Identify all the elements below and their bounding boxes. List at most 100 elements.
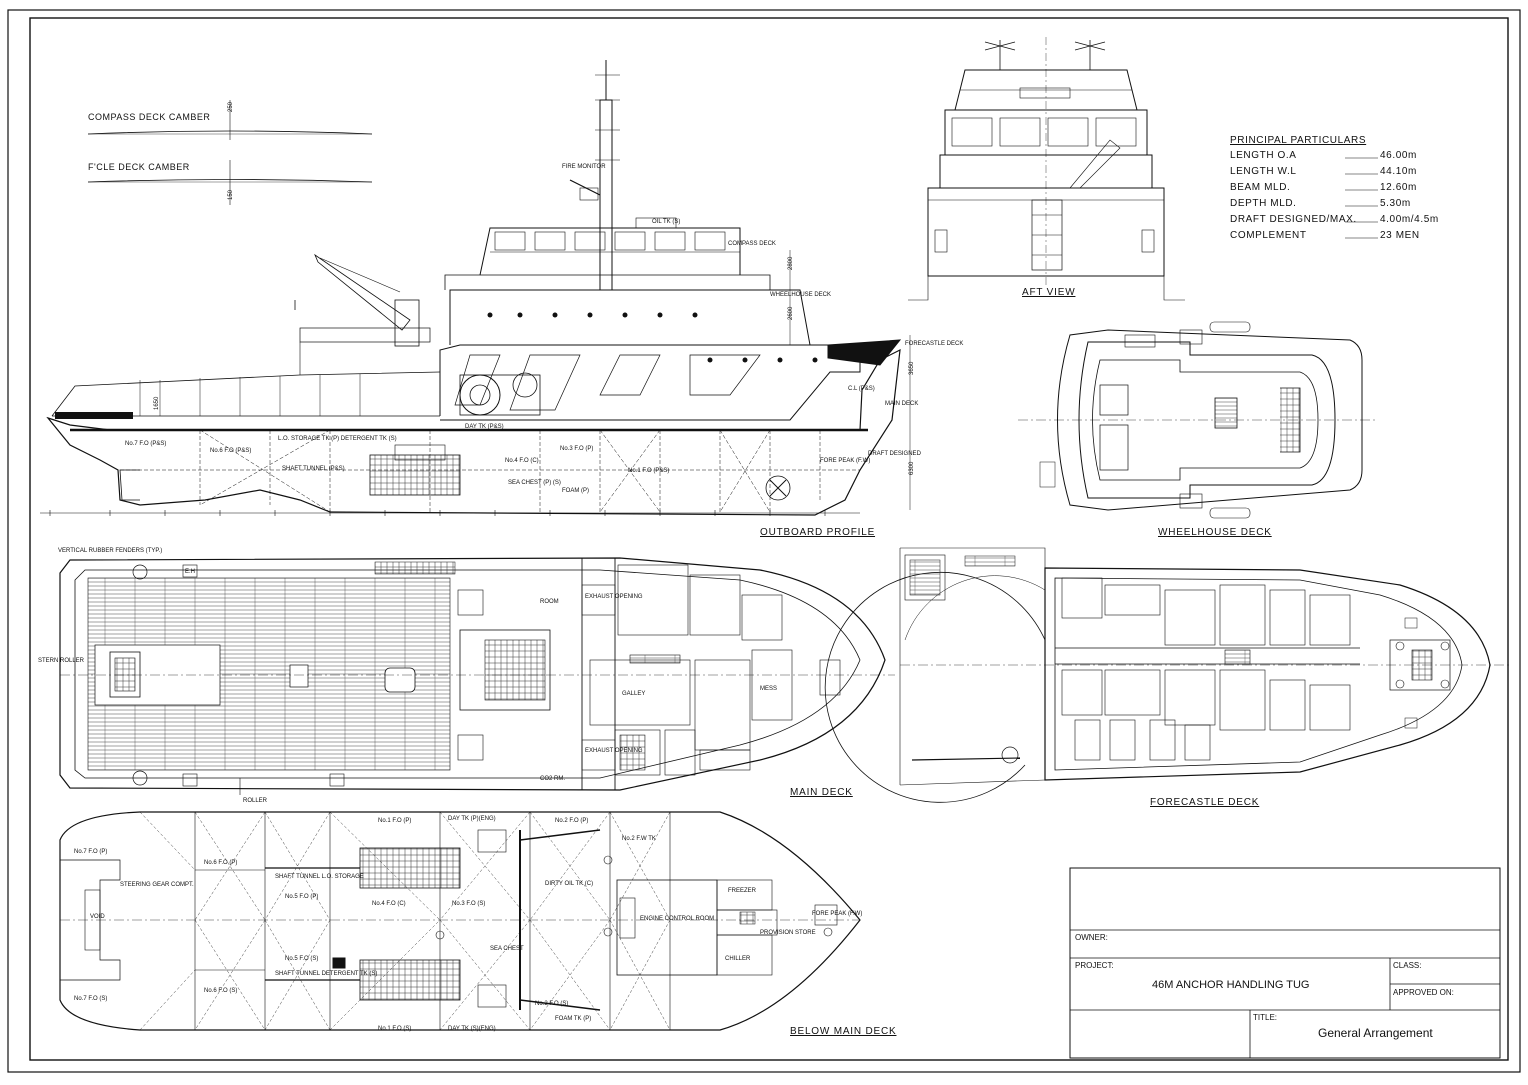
project-label: PROJECT: [1075, 961, 1114, 970]
below-foam-tk: FOAM TK (P) [555, 1016, 591, 1022]
dim-3650: 3650 [909, 361, 915, 375]
dim-2800: 2800 [788, 256, 794, 270]
particular-value: 44.10m [1380, 166, 1417, 177]
main-deck-annotations: VERTICAL RUBBER FENDERS (TYP.) STERN ROL… [38, 548, 852, 804]
dim-6300: 6300 [909, 461, 915, 475]
profile-no4fo: No.4 F.O (C) [505, 458, 539, 464]
title-label: TITLE: [1253, 1013, 1277, 1022]
dim-1650: 1650 [154, 396, 160, 410]
profile-no1fo: No.1 F.O (P&S) [628, 468, 669, 474]
deck-camber-group: COMPASS DECK CAMBER 250 F'CLE DECK CAMBE… [87, 100, 373, 205]
project-name: 46M ANCHOR HANDLING TUG [1152, 979, 1310, 991]
compass-deck-label: COMPASS DECK [728, 241, 776, 247]
profile-sea-chest: SEA CHEST (P) (S) [508, 480, 561, 486]
profile-oil-tk: OIL TK (S) [652, 219, 680, 225]
forecastle-deck-plan [824, 547, 1510, 803]
profile-fore-peak: FORE PEAK (F.W) [820, 458, 870, 464]
fcle-camber-value: 150 [228, 189, 234, 200]
particular-value: 5.30m [1380, 198, 1411, 209]
profile-cl: C.L (P&S) [848, 386, 875, 392]
room-label: ROOM [540, 599, 559, 605]
outboard-profile [40, 60, 911, 516]
galley-label: GALLEY [622, 691, 645, 697]
below-no6fo-s: No.6 F.O (S) [204, 988, 237, 994]
compass-camber-value: 250 [228, 101, 234, 112]
below-no1fo-p: No.1 F.O (P) [378, 818, 411, 824]
below-steering: STEERING GEAR COMPT. [120, 882, 194, 888]
mess-label: MESS [760, 686, 777, 692]
below-shaft-tunnel-s: SHAFT TUNNEL DETERGENT TK (S) [275, 971, 377, 977]
particular-label: BEAM MLD. [1230, 182, 1290, 193]
fcle-camber-label: F'CLE DECK CAMBER [88, 162, 190, 172]
fcle-deck-level-label: FORECASTLE DECK [905, 341, 963, 347]
profile-no3fo: No.3 F.O (P) [560, 446, 593, 452]
main-deck-level-label: MAIN DECK [885, 401, 918, 407]
inner-border [29, 17, 1509, 1061]
aft-view [908, 35, 1185, 301]
below-ecr: ENGINE CONTROL ROOM [640, 916, 714, 922]
compass-camber-label: COMPASS DECK CAMBER [88, 112, 210, 122]
wheelhouse-deck-plan [1018, 321, 1375, 519]
below-no7fo-s: No.7 F.O (S) [74, 996, 107, 1002]
below-no7fo-p: No.7 F.O (P) [74, 849, 107, 855]
below-no2fo-s: No.2 F.O (S) [535, 1001, 568, 1007]
forecastle-deck-title: FORECASTLE DECK [1150, 797, 1259, 808]
profile-lo-storage: L.O. STORAGE TK (P) DETERGENT TK (S) [278, 436, 397, 442]
particular-value: 12.60m [1380, 182, 1417, 193]
eh-label: E.H [185, 569, 195, 575]
aft-view-title: AFT VIEW [1022, 287, 1075, 298]
title-block-text: OWNER: PROJECT: CLASS: APPROVED ON: TITL… [1075, 933, 1454, 1040]
below-day-tk-p: DAY TK (P)(ENG) [448, 816, 496, 822]
below-void: VOID [90, 914, 105, 920]
below-chiller: CHILLER [725, 956, 751, 962]
profile-no7fo: No.7 F.O (P&S) [125, 441, 166, 447]
roller-label: ROLLER [243, 798, 268, 804]
below-provision: PROVISION STORE [760, 930, 816, 936]
below-dirty-oil: DIRTY OIL TK (C) [545, 881, 593, 887]
below-shaft-tunnel-p: SHAFT TUNNEL L.O. STORAGE [275, 874, 364, 880]
below-no2fw: No.2 F.W TK [622, 836, 656, 842]
dim-2600: 2600 [788, 306, 794, 320]
profile-annotations: FIRE MONITOR COMPASS DECK WHEELHOUSE DEC… [125, 164, 963, 538]
below-no1fo-s: No.1 F.O (S) [378, 1026, 411, 1032]
exhaust-opening-bottom: EXHAUST OPENING [585, 748, 643, 754]
class-label: CLASS: [1393, 961, 1421, 970]
below-no4fo: No.4 F.O (C) [372, 901, 406, 907]
outer-border [7, 9, 1521, 1073]
profile-shaft-tunnel: SHAFT TUNNEL (P&S) [282, 466, 345, 472]
approved-label: APPROVED ON: [1393, 988, 1454, 997]
vertical-fenders-label: VERTICAL RUBBER FENDERS (TYP.) [58, 548, 162, 554]
below-main-deck-plan [59, 811, 861, 1031]
particular-label: DEPTH MLD. [1230, 198, 1297, 209]
profile-no6fo: No.6 F.O (P&S) [210, 448, 251, 454]
below-no6fo-p: No.6 F.O (P) [204, 860, 237, 866]
below-deck-annotations: No.7 F.O (P) No.7 F.O (S) No.6 F.O (P) N… [74, 816, 896, 1037]
below-no5fo-s: No.5 F.O (S) [285, 956, 318, 962]
particular-label: LENGTH W.L [1230, 166, 1297, 177]
owner-label: OWNER: [1075, 933, 1108, 942]
below-sea-chest: SEA CHEST [490, 946, 524, 952]
drawing-title: General Arrangement [1318, 1026, 1433, 1040]
particular-label: DRAFT DESIGNED/MAX. [1230, 214, 1357, 225]
below-no2fo-p: No.2 F.O (P) [555, 818, 588, 824]
wheelhouse-deck-level-label: WHEELHOUSE DECK [770, 292, 831, 298]
draft-designed-label: DRAFT DESIGNED [868, 451, 922, 457]
wheelhouse-deck-title: WHEELHOUSE DECK [1158, 527, 1272, 538]
below-main-deck-title: BELOW MAIN DECK [790, 1026, 896, 1037]
below-day-tk-s: DAY TK (S)(ENG) [448, 1026, 496, 1032]
particular-label: COMPLEMENT [1230, 230, 1307, 241]
below-freezer: FREEZER [728, 888, 757, 894]
co2-room-label: CO2 RM. [540, 776, 565, 782]
profile-day-tk: DAY TK (P&S) [465, 424, 504, 430]
particulars-title: PRINCIPAL PARTICULARS [1230, 135, 1366, 146]
particular-value: 4.00m/4.5m [1380, 214, 1439, 225]
particular-value: 46.00m [1380, 150, 1417, 161]
below-fore-peak: FORE PEAK (F.W) [812, 911, 862, 917]
fire-monitor-label: FIRE MONITOR [562, 164, 606, 170]
particular-value: 23 MEN [1380, 230, 1420, 241]
profile-foam: FOAM (P) [562, 488, 589, 494]
below-no5fo-p: No.5 F.O (P) [285, 894, 318, 900]
main-deck-plan [59, 557, 895, 795]
